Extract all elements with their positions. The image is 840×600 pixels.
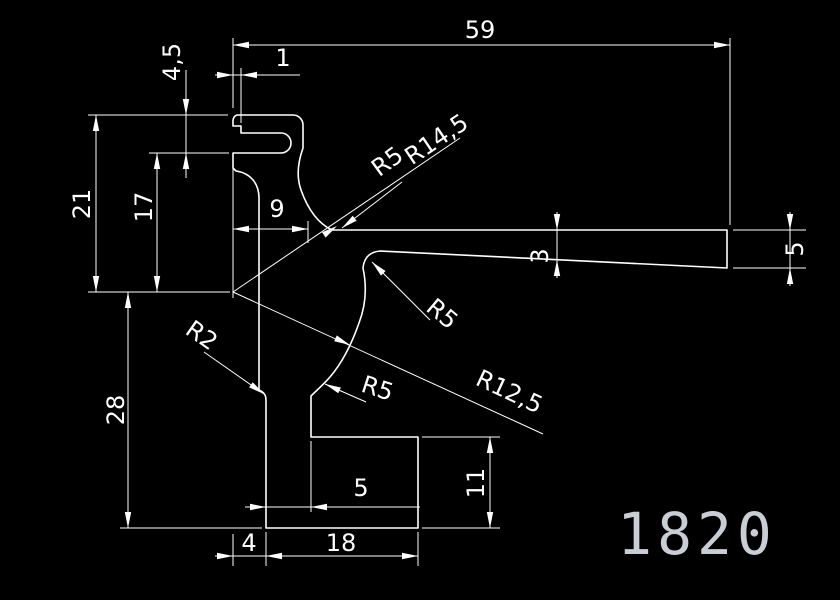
dimension-arrow	[553, 214, 561, 230]
radius-label-r5-arm: R5	[421, 293, 463, 335]
dimension-arrow	[233, 225, 249, 233]
dimension-arrow	[92, 276, 100, 292]
dimension-arrow	[233, 41, 249, 49]
radius-label-r12-5: R12,5	[472, 364, 547, 419]
leader-line-r14-5	[232, 137, 461, 293]
dim-text-3: 3	[526, 248, 554, 263]
dim-text-5-end: 5	[781, 241, 809, 256]
dimension-arrow	[311, 503, 327, 511]
dimension-arrow	[92, 115, 100, 131]
dim-text-1: 1	[275, 44, 290, 72]
dimension-arrow	[124, 292, 132, 308]
radius-label-r14-5: R14,5	[400, 108, 474, 170]
leader-arrow	[322, 226, 337, 238]
dimension-arrow	[153, 276, 161, 292]
dim-text-28: 28	[102, 395, 130, 426]
radius-label-r2: R2	[180, 315, 222, 356]
leader-arrow	[372, 262, 386, 276]
profile-outline	[232, 114, 728, 529]
dimension-arrow	[292, 225, 308, 233]
dimension-arrow	[182, 153, 190, 169]
leader-line-r12-5	[232, 291, 544, 435]
dimension-arrow	[402, 552, 418, 560]
leader-arrow	[334, 335, 350, 345]
part-number-text: 1820	[617, 500, 777, 568]
dimension-arrow	[486, 437, 494, 453]
dim-text-4-5: 4,5	[158, 43, 186, 81]
dim-text-4: 4	[241, 529, 256, 557]
dimension-arrow	[182, 99, 190, 115]
dimension-arrow	[217, 71, 233, 79]
dim-text-18: 18	[326, 529, 357, 557]
leader-arrow	[325, 384, 341, 394]
leader-arrow	[342, 215, 357, 228]
dimension-arrow	[124, 512, 132, 528]
dimension-arrow	[153, 153, 161, 169]
dimension-arrow	[241, 71, 257, 79]
dim-text-9: 9	[269, 195, 284, 223]
dim-text-21: 21	[68, 189, 96, 220]
dimension-arrow	[786, 268, 794, 284]
dimension-arrow	[714, 41, 730, 49]
leader-arrow	[249, 382, 264, 394]
dimension-arrow	[553, 260, 561, 276]
extension-lines	[88, 38, 806, 566]
dim-text-59: 59	[465, 16, 496, 44]
dimension-arrow	[786, 214, 794, 230]
dimension-arrow	[486, 512, 494, 528]
dim-text-11: 11	[462, 468, 490, 499]
dim-text-17: 17	[130, 192, 158, 223]
dimension-arrow	[250, 503, 266, 511]
dimension-texts: 59 1 4,5 21 17 9 R5 R14,5 3 5 R5 R12,5 R…	[68, 16, 809, 557]
dimension-arrows	[92, 41, 794, 560]
dimension-arrow	[266, 552, 282, 560]
dimension-arrow	[217, 552, 233, 560]
dim-text-5-bottom: 5	[353, 474, 368, 502]
